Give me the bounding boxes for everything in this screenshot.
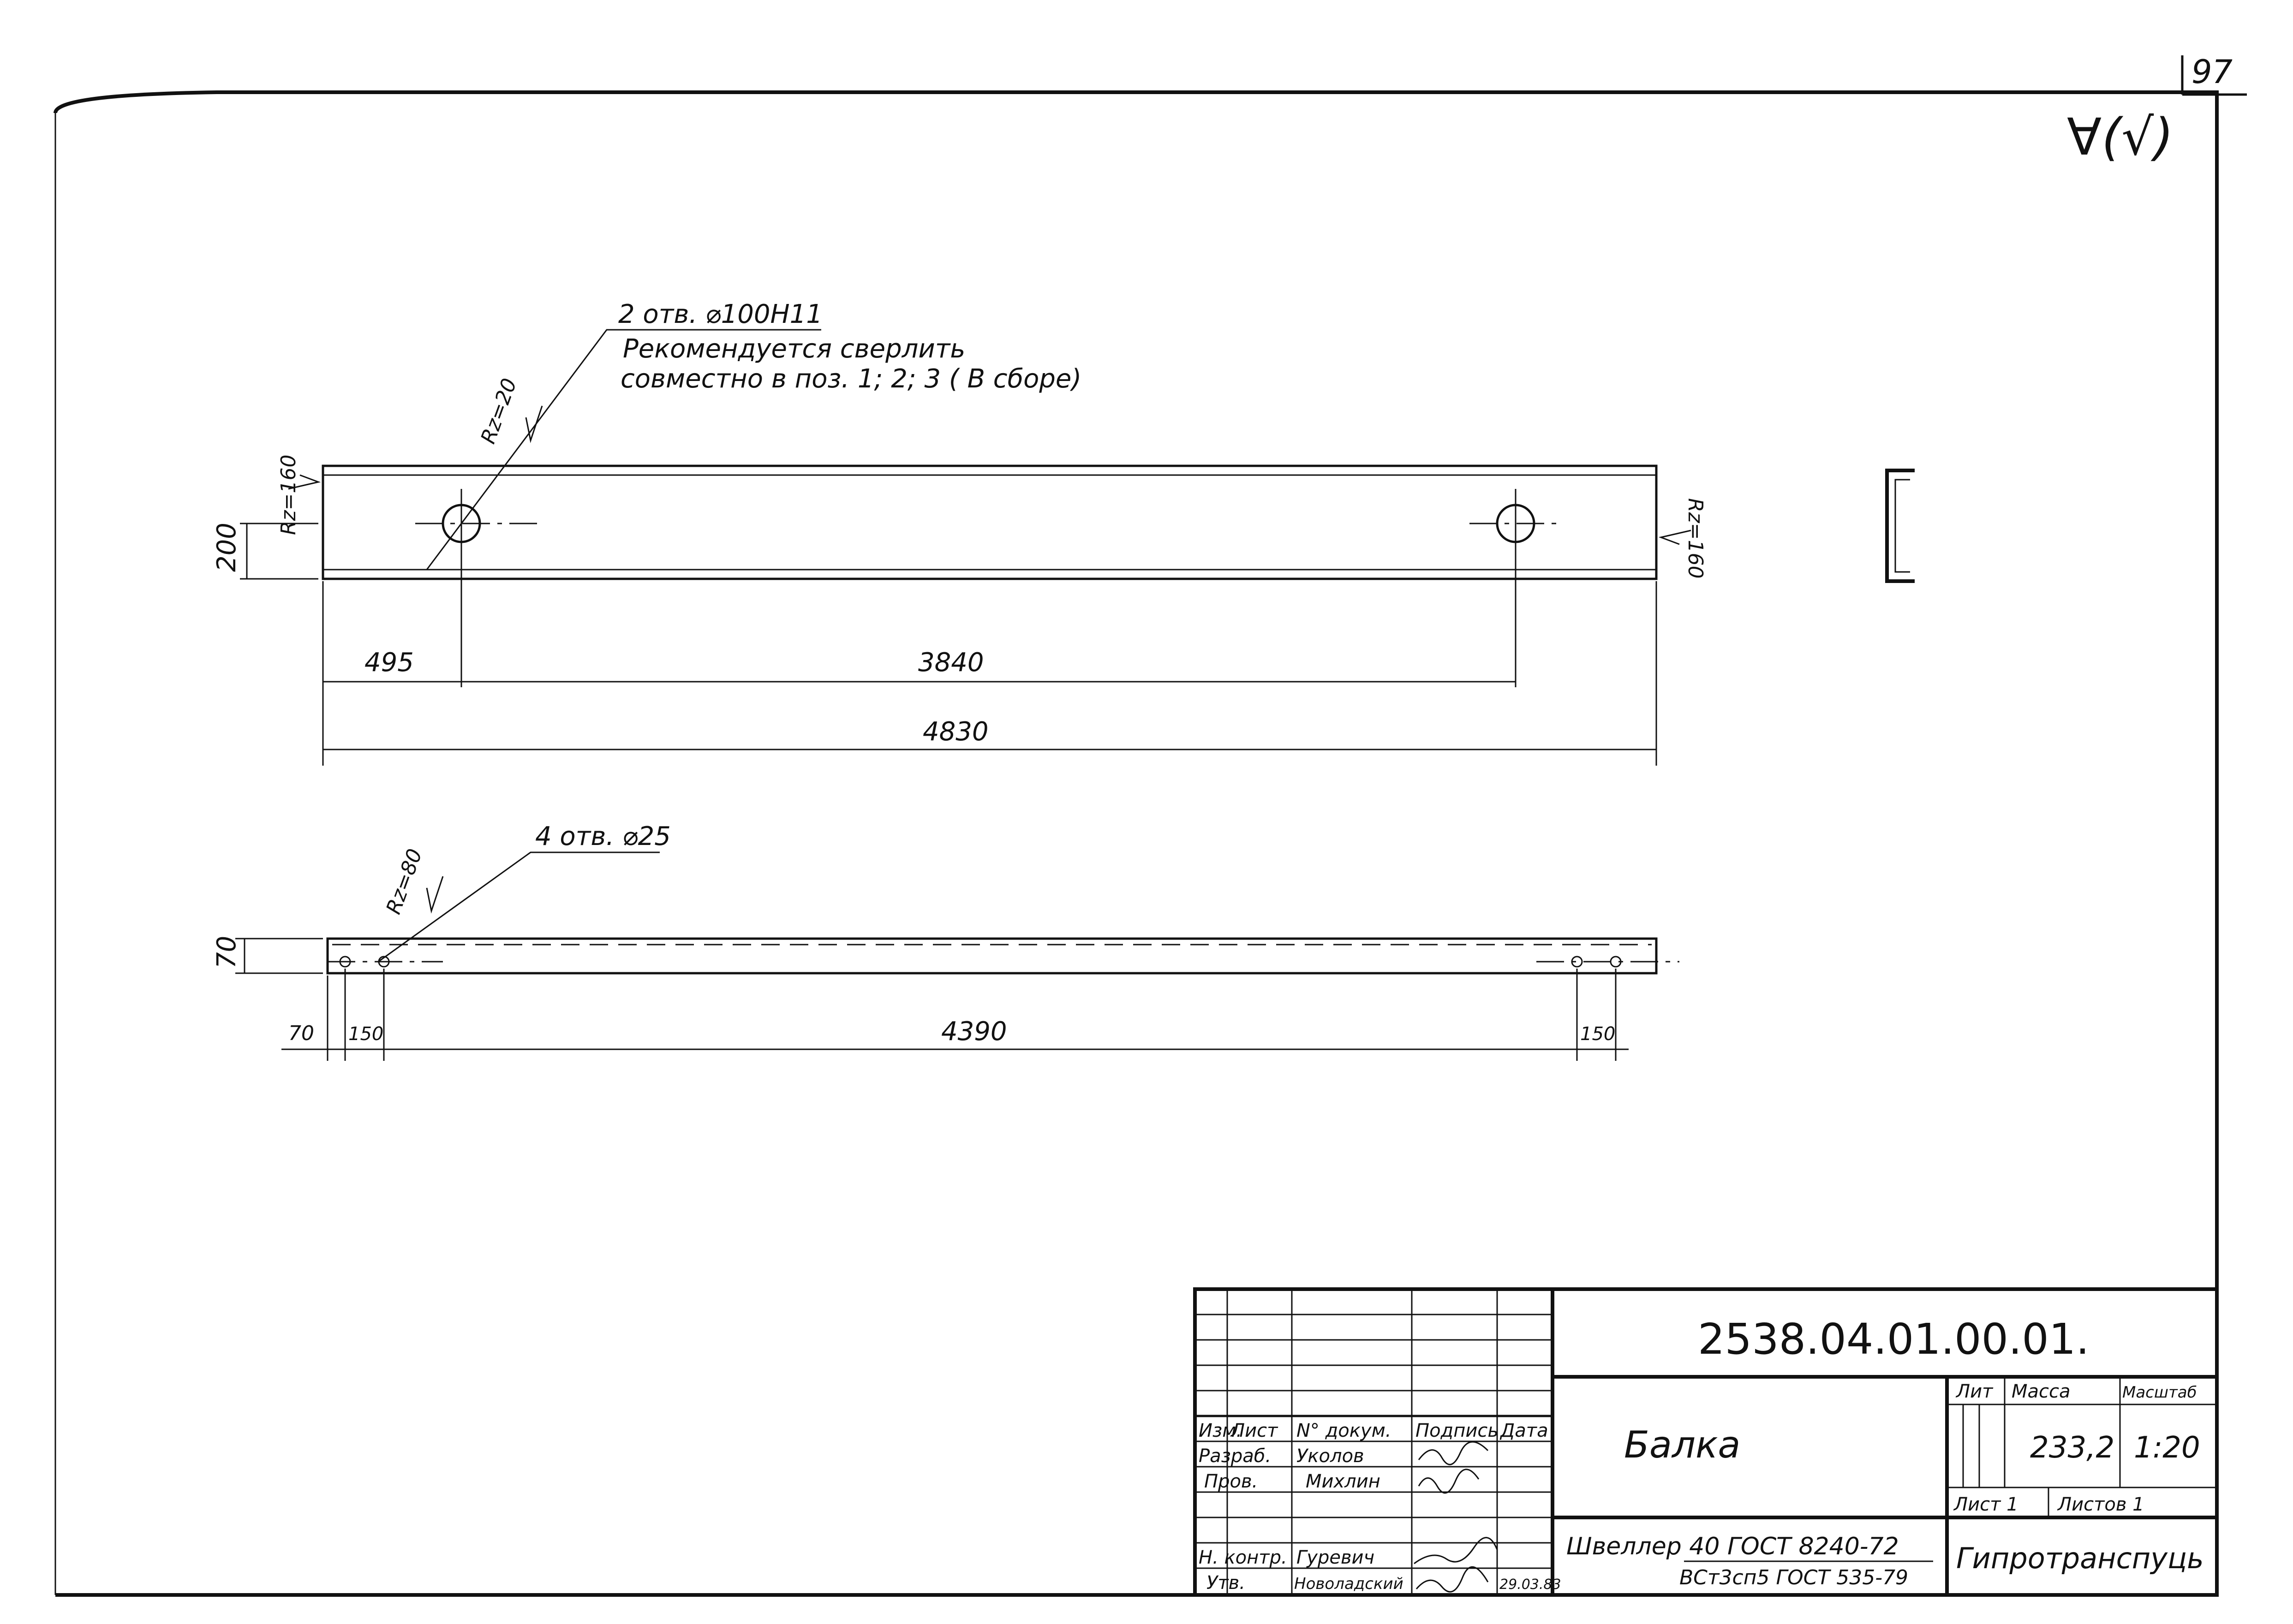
header-izm: Изм. bbox=[1199, 1420, 1242, 1441]
header-lit: Лит bbox=[1955, 1381, 1994, 1402]
role-approver: Утв. bbox=[1206, 1572, 1245, 1594]
sheet-label: Лист 1 bbox=[1953, 1494, 2018, 1515]
beam-outline-bottom bbox=[326, 937, 1658, 975]
name-developer: Уколов bbox=[1296, 1446, 1364, 1467]
roughness-left: Rz=160 bbox=[277, 454, 300, 535]
top-view: 2 отв. ⌀100Н11 Рекомендуется сверлить со… bbox=[212, 299, 1707, 766]
header-scale: Масштаб bbox=[2122, 1383, 2197, 1402]
dim-offset-top: 495 bbox=[364, 648, 414, 678]
hole-callout-top: 2 отв. ⌀100Н11 bbox=[618, 299, 823, 329]
dim-spacing-top: 3840 bbox=[918, 648, 984, 678]
hole-bottom-1 bbox=[339, 956, 351, 968]
roughness-hole: Rz=20 bbox=[476, 375, 521, 447]
signature-norm bbox=[1414, 1537, 1498, 1565]
dim-total-top: 4830 bbox=[923, 717, 989, 747]
header-sign: Подпись bbox=[1415, 1420, 1499, 1441]
material-line-2: ВСт3сп5 ГОСТ 535-79 bbox=[1679, 1566, 1908, 1589]
channel-section bbox=[1885, 469, 1915, 583]
sheets-label: Листов 1 bbox=[2057, 1494, 2144, 1515]
material-line-1: Швеллер 40 ГОСТ 8240-72 bbox=[1566, 1533, 1899, 1560]
name-checker: Михлин bbox=[1306, 1471, 1380, 1492]
note-line-2: совместно в поз. 1; 2; 3 ( В сборе) bbox=[621, 364, 1081, 394]
dim-height-top: 200 bbox=[212, 523, 242, 572]
header-doc: N° докум. bbox=[1296, 1420, 1391, 1441]
header-date: Дата bbox=[1499, 1420, 1548, 1441]
role-checker: Пров. bbox=[1204, 1471, 1258, 1492]
hole-bottom-4 bbox=[1610, 956, 1622, 968]
corner-mark: ∀(√) bbox=[2067, 107, 2174, 167]
signature-checker bbox=[1418, 1469, 1480, 1494]
roughness-right: Rz=160 bbox=[1684, 498, 1707, 579]
scale-value: 1:20 bbox=[2134, 1431, 2200, 1465]
dim-edge-bottom: 70 bbox=[288, 1022, 314, 1045]
title-block: Изм. Лист N° докум. Подпись Дата Разраб.… bbox=[1193, 1287, 2219, 1597]
hole-bottom-3 bbox=[1571, 956, 1583, 968]
note-line-1: Рекомендуется сверлить bbox=[623, 334, 965, 364]
bottom-view: 4 отв. ⌀25 Rz=80 70 70 150 4390 150 bbox=[212, 821, 1679, 1061]
dim-left-pitch: 150 bbox=[348, 1023, 383, 1045]
part-name: Балка bbox=[1624, 1423, 1740, 1466]
name-norm: Гуревич bbox=[1296, 1547, 1374, 1568]
roughness-bottom: Rz=80 bbox=[382, 846, 427, 917]
name-approver: Новоладский bbox=[1294, 1575, 1403, 1593]
dim-span-bottom: 4390 bbox=[941, 1017, 1007, 1047]
organization: Гипротранспуць bbox=[1956, 1541, 2204, 1575]
header-list: Лист bbox=[1230, 1420, 1278, 1441]
dim-right-pitch: 150 bbox=[1580, 1023, 1615, 1045]
hole-callout-bottom: 4 отв. ⌀25 bbox=[535, 821, 671, 851]
beam-outline-top bbox=[322, 464, 1658, 580]
sheet-frame bbox=[54, 55, 2247, 1597]
signature-approver bbox=[1415, 1566, 1489, 1593]
designation: 2538.04.01.00.01. bbox=[1698, 1315, 2090, 1364]
sheet-number: 97 bbox=[2191, 53, 2233, 91]
signature-developer bbox=[1418, 1441, 1489, 1465]
mass-value: 233,2 bbox=[2030, 1431, 2114, 1465]
dim-height-bottom: 70 bbox=[212, 936, 242, 969]
role-norm: Н. контр. bbox=[1199, 1547, 1287, 1568]
date-approved: 29.03.83 bbox=[1499, 1576, 1561, 1593]
header-mass: Масса bbox=[2012, 1381, 2071, 1402]
role-developer: Разраб. bbox=[1199, 1446, 1271, 1467]
